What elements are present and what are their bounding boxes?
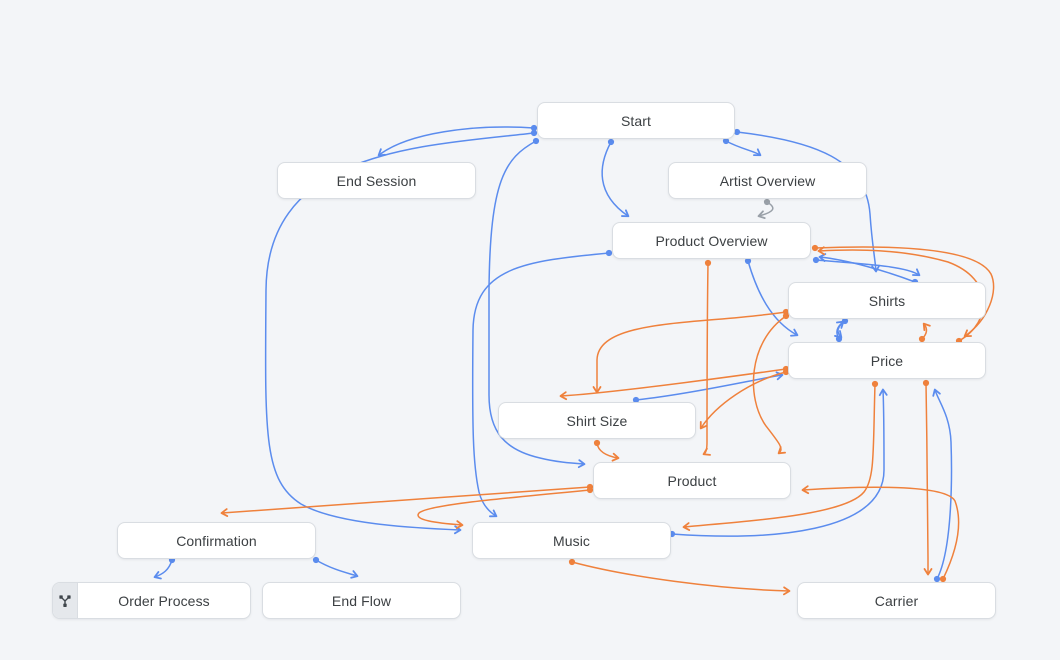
edge-confirmation-to-order-process[interactable]	[153, 559, 173, 580]
edge-source-dot	[939, 575, 947, 583]
node-label: Product Overview	[655, 232, 768, 249]
node-music[interactable]: Music	[472, 522, 671, 559]
edge-source-dot	[782, 368, 790, 376]
edge-source-dot	[733, 128, 741, 136]
edge-source-dot	[632, 396, 640, 404]
node-carrier[interactable]: Carrier	[797, 582, 996, 619]
edge-source-dot	[530, 124, 538, 132]
edge-start-to-product[interactable]	[488, 140, 586, 469]
edge-start-to-product-overview[interactable]	[601, 141, 630, 218]
edge-source-dot	[835, 335, 843, 343]
node-label: Start	[620, 112, 652, 129]
node-product-overview[interactable]: Product Overview	[612, 222, 811, 259]
edge-source-dot	[918, 335, 926, 343]
edge-shirts-to-shirt-size[interactable]	[592, 311, 787, 394]
node-label: Shirts	[868, 292, 906, 309]
edge-source-dot	[607, 138, 615, 146]
edge-source-dot	[744, 257, 752, 265]
edge-start-to-artist-overview[interactable]	[725, 140, 762, 157]
node-label: Product	[667, 472, 717, 489]
edge-source-dot	[530, 129, 538, 137]
edge-source-dot	[605, 249, 613, 257]
edge-source-dot	[312, 556, 320, 564]
node-order-process[interactable]: Order Process	[52, 582, 251, 619]
edge-music-to-price[interactable]	[671, 388, 888, 537]
node-label: End Session	[336, 172, 417, 189]
node-shirt-size[interactable]: Shirt Size	[498, 402, 696, 439]
edge-source-dot	[532, 137, 540, 145]
edge-price-to-shirt-size[interactable]	[699, 371, 787, 430]
node-end-flow[interactable]: End Flow	[262, 582, 461, 619]
edge-source-dot	[782, 312, 790, 320]
edge-product-overview-to-price[interactable]	[747, 260, 799, 337]
node-label: Carrier	[874, 592, 919, 609]
edge-product-to-music[interactable]	[417, 489, 591, 530]
edge-shirt-size-to-product[interactable]	[596, 442, 620, 462]
node-label: Artist Overview	[719, 172, 816, 189]
edge-source-dot	[922, 379, 930, 387]
edge-start-to-end-session[interactable]	[377, 126, 535, 157]
edge-source-dot	[933, 575, 941, 583]
node-label: End Flow	[331, 592, 392, 609]
edge-product-overview-to-product[interactable]	[702, 262, 711, 456]
edge-music-to-carrier[interactable]	[571, 561, 791, 596]
edge-product-to-confirmation[interactable]	[220, 486, 591, 517]
edge-price-to-carrier[interactable]	[923, 382, 933, 576]
edge-source-dot	[593, 439, 601, 447]
edge-carrier-to-product[interactable]	[801, 485, 960, 580]
edge-source-dot	[871, 380, 879, 388]
flow-icon	[53, 583, 78, 618]
node-product[interactable]: Product	[593, 462, 791, 499]
edge-product-overview-to-price[interactable]	[814, 246, 995, 338]
edge-source-dot	[722, 137, 730, 145]
node-end-session[interactable]: End Session	[277, 162, 476, 199]
edge-confirmation-to-end-flow[interactable]	[315, 559, 359, 579]
node-label: Music	[552, 532, 591, 549]
edge-source-dot	[586, 486, 594, 494]
node-shirts[interactable]: Shirts	[788, 282, 986, 319]
node-label: Price	[870, 352, 904, 369]
node-artist-overview[interactable]: Artist Overview	[668, 162, 867, 199]
edge-source-dot	[812, 256, 820, 264]
edge-product-overview-to-shirts[interactable]	[815, 259, 921, 277]
edge-price-to-shirt-size[interactable]	[559, 368, 787, 401]
edge-shirts-to-product-overview[interactable]	[818, 253, 916, 283]
node-confirmation[interactable]: Confirmation	[117, 522, 316, 559]
edge-price-to-music[interactable]	[682, 383, 876, 531]
node-label: Order Process	[118, 592, 210, 609]
edge-start-to-music[interactable]	[264, 132, 535, 535]
edge-source-dot	[763, 198, 771, 206]
node-start[interactable]: Start	[537, 102, 735, 139]
edge-source-dot	[568, 558, 576, 566]
edge-source-dot	[704, 259, 712, 267]
edge-source-dot	[811, 244, 819, 252]
edge-product-overview-to-music[interactable]	[471, 252, 610, 518]
node-price[interactable]: Price	[788, 342, 986, 379]
edge-shirts-to-product[interactable]	[752, 315, 787, 455]
node-label: Confirmation	[176, 532, 257, 549]
node-label: Shirt Size	[566, 412, 628, 429]
edge-carrier-to-price[interactable]	[932, 388, 953, 580]
